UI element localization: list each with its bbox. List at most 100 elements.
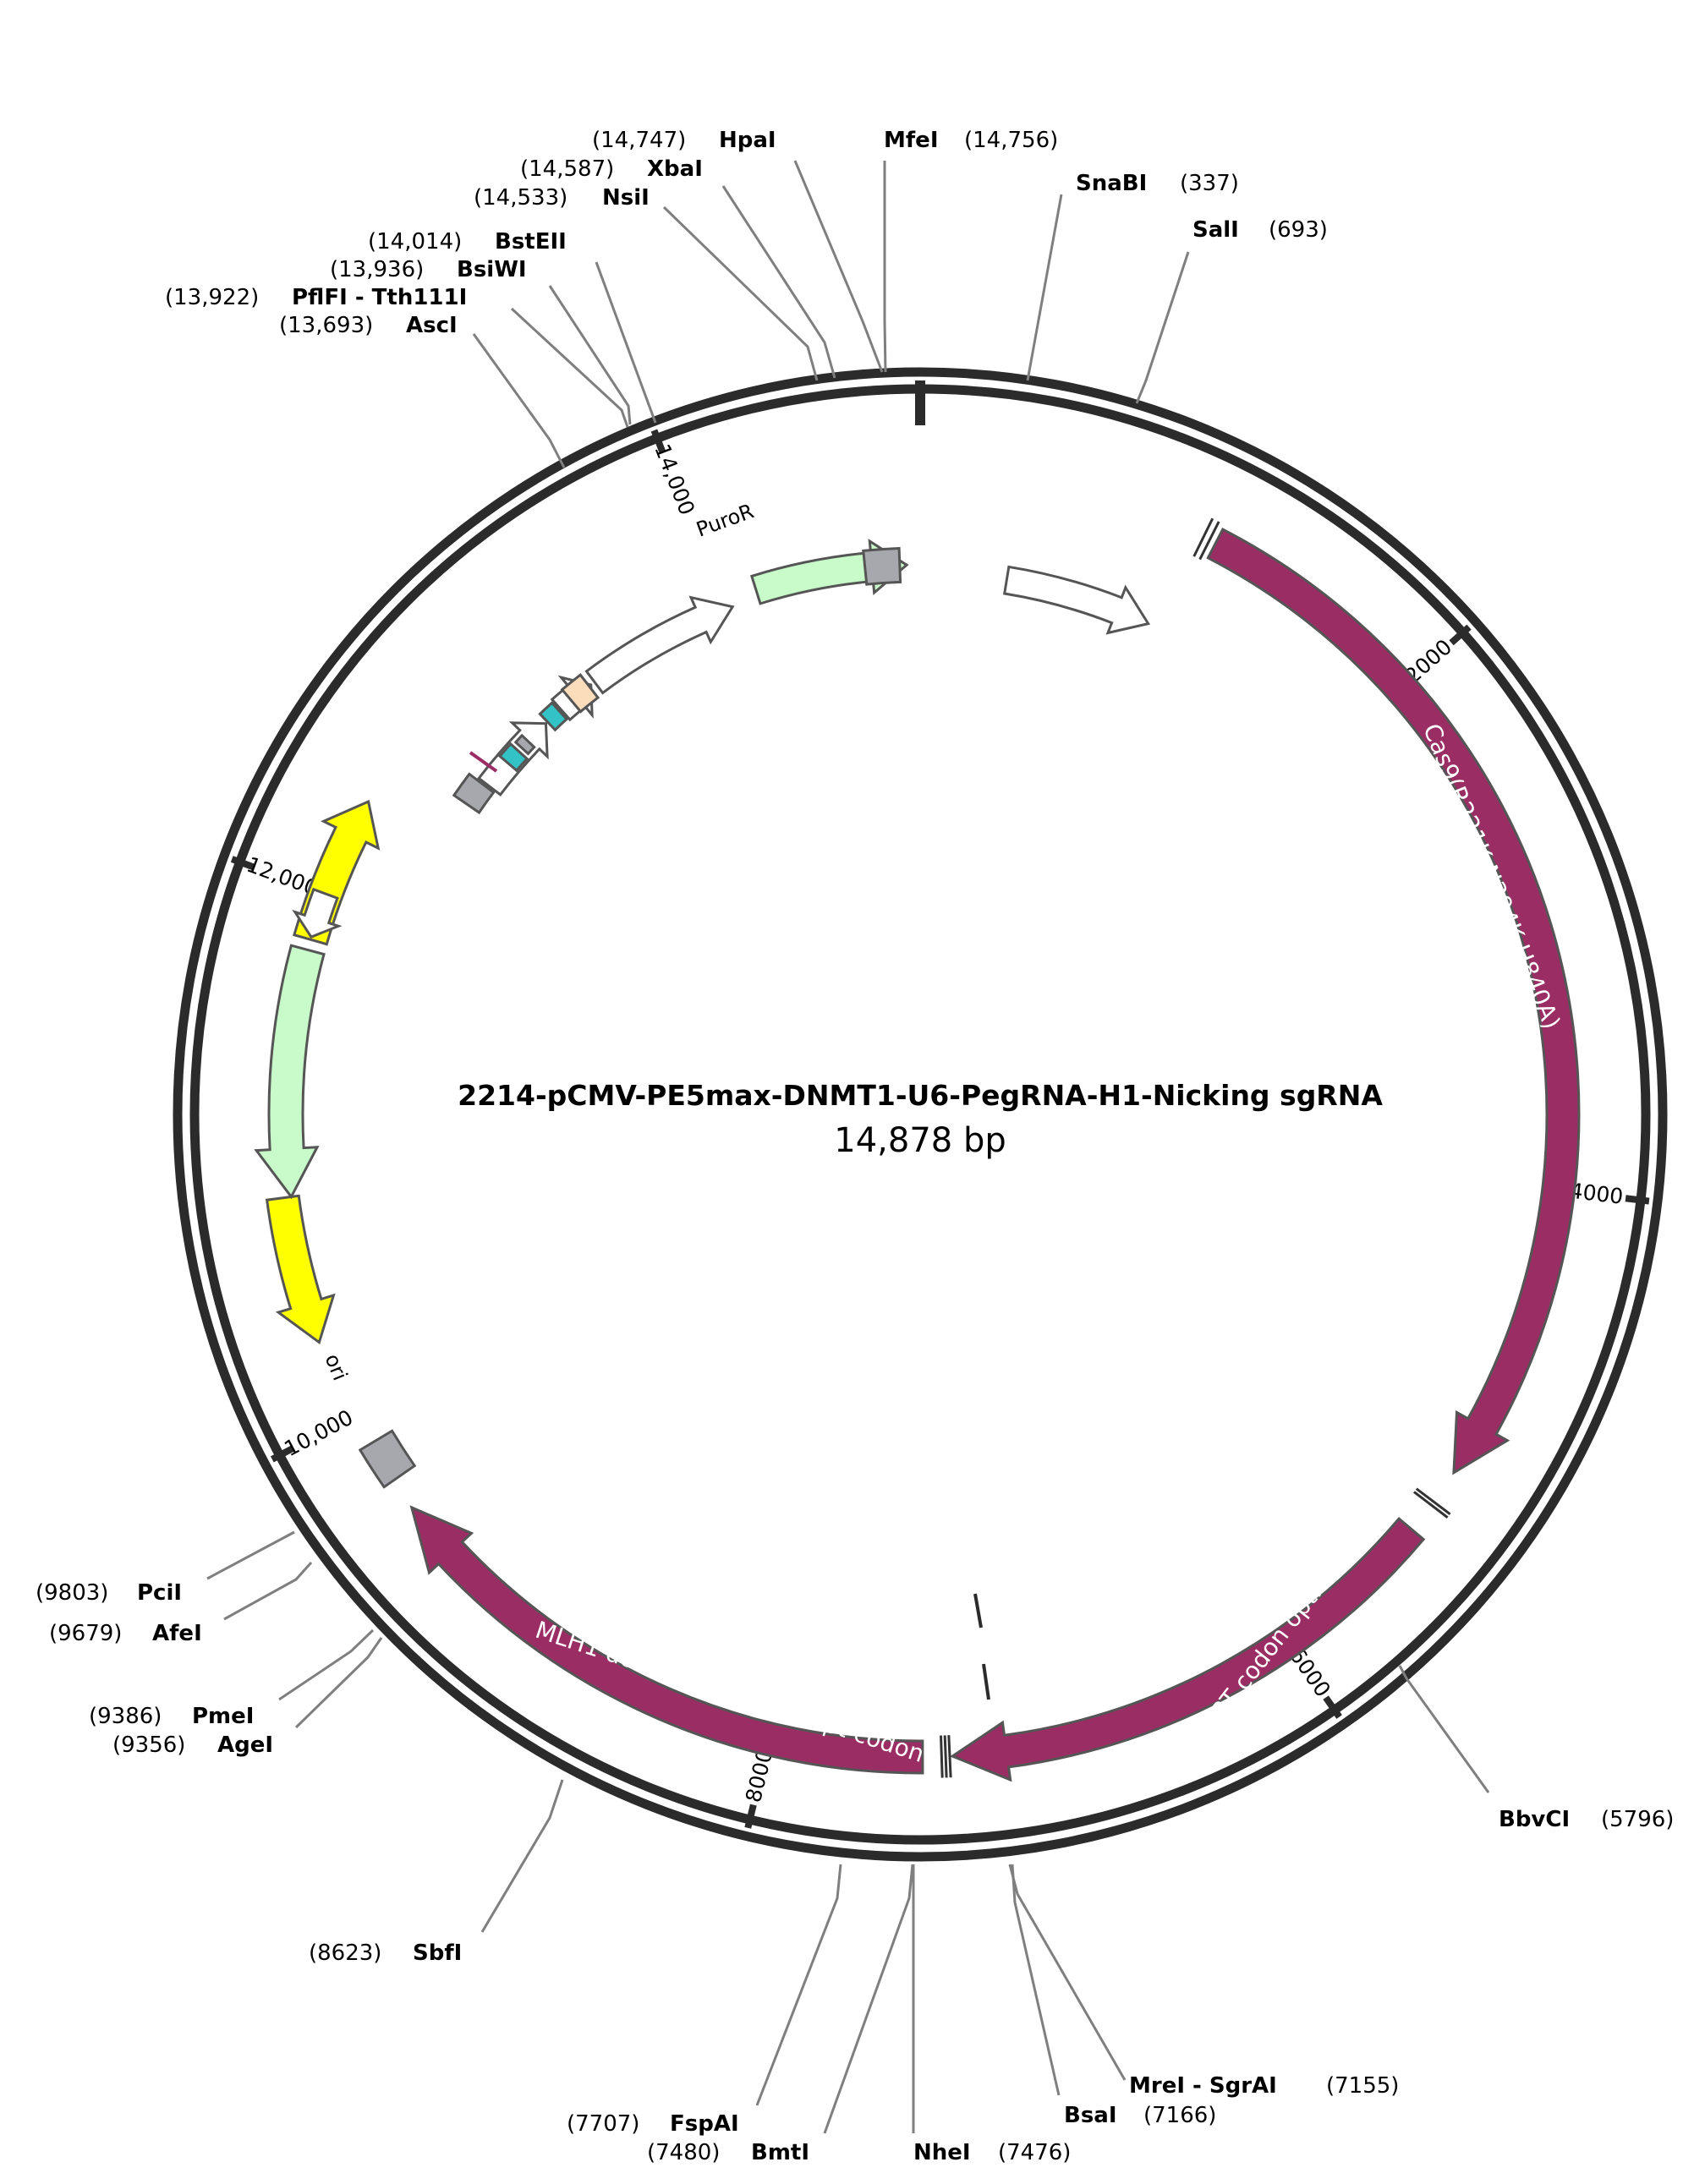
site-name-bsai: BsaI <box>1064 2103 1117 2128</box>
site-name-hpai: HpaI <box>719 128 776 153</box>
leader-pflfi <box>510 307 629 428</box>
site-name-sbfi: SbfI <box>413 1940 462 1966</box>
feature-box-5 <box>497 742 529 773</box>
leader-pcii <box>206 1530 295 1580</box>
feature-site-tick-0 <box>1192 517 1214 557</box>
leader-sali <box>1135 251 1190 404</box>
site-pos-sbfi: (8623) <box>309 1940 381 1966</box>
leader-mrei <box>1008 1864 1127 2081</box>
site-name-snabi: SnaBI <box>1076 171 1147 196</box>
feature-arrow-0 <box>1206 528 1581 1475</box>
feature-site-tick-3 <box>1413 1491 1449 1519</box>
leader-sbfi <box>480 1779 564 1933</box>
feature-arrow-1 <box>950 1516 1426 1782</box>
feature-site-tick-2 <box>1415 1487 1451 1515</box>
site-pos-fspai: (7707) <box>567 2111 639 2137</box>
site-pos-nhei: (7476) <box>998 2140 1071 2165</box>
leader-bsai <box>1011 1864 1061 2096</box>
site-pos-mfei: (14,756) <box>964 128 1058 153</box>
backbone <box>173 367 1668 1862</box>
feature-box-6 <box>513 733 536 756</box>
leader-afei <box>223 1561 313 1621</box>
feature-box-3 <box>560 673 600 714</box>
tick-mark-2 <box>1625 1195 1650 1205</box>
feature-arrow-7 <box>584 595 735 695</box>
site-pos-agei: (9356) <box>112 1732 185 1758</box>
tick-mark-6 <box>230 856 255 871</box>
site-pos-pflfi: (13,922) <box>165 285 259 310</box>
feature-arrow-5 <box>254 944 326 1200</box>
site-name-bsiwi: BsiWI <box>457 257 527 282</box>
site-pos-pmei: (9386) <box>89 1704 162 1729</box>
site-name-mrei: MreI - SgrAI <box>1129 2073 1277 2099</box>
site-labels: (14,747) HpaI MfeI (14,756) (14,587) Xba… <box>36 128 1674 2165</box>
site-pos-sali: (693) <box>1269 217 1328 243</box>
leader-asci <box>472 333 566 468</box>
decorations <box>469 751 990 1700</box>
plasmid-name: 2214-pCMV-PE5max-DNMT1-U6-PegRNA-H1-Nick… <box>458 1079 1383 1112</box>
site-name-asci: AscI <box>406 313 458 338</box>
leader-snabi <box>1026 194 1063 381</box>
site-name-xbai: XbaI <box>647 156 703 182</box>
tick-mark-1 <box>1449 624 1472 646</box>
leader-xbai <box>721 185 836 379</box>
site-pos-bstEII: (14,014) <box>368 229 462 255</box>
feature-box-1 <box>358 1429 417 1489</box>
leader-hpai <box>793 160 884 373</box>
site-name-nsii: NsiI <box>602 185 650 211</box>
misc-mark-magenta <box>469 751 498 773</box>
plasmid-length: 14,878 bp <box>834 1121 1006 1160</box>
site-name-bbvci: BbvCI <box>1499 1807 1570 1832</box>
misc-mark-dash-2 <box>982 1663 990 1700</box>
site-pos-nsii: (14,533) <box>474 185 567 211</box>
leader-bbvci <box>1398 1665 1490 1793</box>
backbone-outer-ring <box>173 367 1668 1862</box>
site-name-mfei: MfeI <box>884 128 939 153</box>
site-name-pmei: PmeI <box>192 1704 254 1729</box>
site-name-sali: SalI <box>1192 217 1239 243</box>
site-name-pflfi: PflFI - Tth111I <box>292 285 467 310</box>
site-pos-pcii: (9803) <box>36 1580 108 1606</box>
site-name-nhei: NheI <box>913 2140 971 2165</box>
site-name-fspai: FspAI <box>670 2111 739 2137</box>
feature-label-cas9: Cas9(R221K N394K H840A) <box>1417 720 1565 1033</box>
site-name-bmti: BmtI <box>751 2140 809 2165</box>
site-pos-snabi: (337) <box>1180 171 1239 196</box>
tick-label-7: 14,000 <box>650 441 699 518</box>
leader-nsii <box>662 205 819 381</box>
tick-label-5: 10,000 <box>280 1405 357 1462</box>
feature-label-puror: PuroR <box>694 499 757 541</box>
site-pos-bsiwi: (13,936) <box>330 257 424 282</box>
feature-arrow-2 <box>409 1505 924 1775</box>
site-name-bstEII: BstEII <box>495 229 567 255</box>
site-pos-hpai: (14,747) <box>592 128 686 153</box>
tick-mark-4 <box>744 1804 757 1829</box>
feature-site-tick-4 <box>947 1735 952 1778</box>
leader-bsiwi <box>548 285 632 425</box>
feature-site-tick-5 <box>943 1735 948 1778</box>
site-pos-asci: (13,693) <box>279 313 373 338</box>
site-name-agei: AgeI <box>217 1732 273 1758</box>
feature-arrow-10 <box>1002 565 1151 635</box>
features <box>254 517 1581 1782</box>
site-name-afei: AfeI <box>152 1621 202 1646</box>
feature-box-4 <box>538 701 569 732</box>
site-pos-afei: (9679) <box>49 1621 122 1646</box>
site-name-pcii: PciI <box>137 1580 182 1606</box>
tick-mark-7 <box>650 429 666 454</box>
feature-arrow-3 <box>265 1194 336 1345</box>
title-block: 2214-pCMV-PE5max-DNMT1-U6-PegRNA-H1-Nick… <box>458 1079 1383 1160</box>
site-pos-mrei: (7155) <box>1326 2073 1399 2099</box>
leader-bstEII <box>595 261 657 424</box>
feature-box-2 <box>452 772 496 815</box>
feature-label-ori: ori <box>321 1350 353 1383</box>
leader-bmti <box>823 1864 914 2134</box>
site-pos-bbvci: (5796) <box>1601 1807 1674 1832</box>
site-leaders <box>206 160 1490 2134</box>
tick-mark-3 <box>1323 1695 1342 1719</box>
feature-box-0 <box>862 546 902 586</box>
misc-mark-dash-1 <box>973 1593 983 1628</box>
site-pos-bmti: (7480) <box>647 2140 720 2165</box>
site-pos-xbai: (14,587) <box>520 156 614 182</box>
